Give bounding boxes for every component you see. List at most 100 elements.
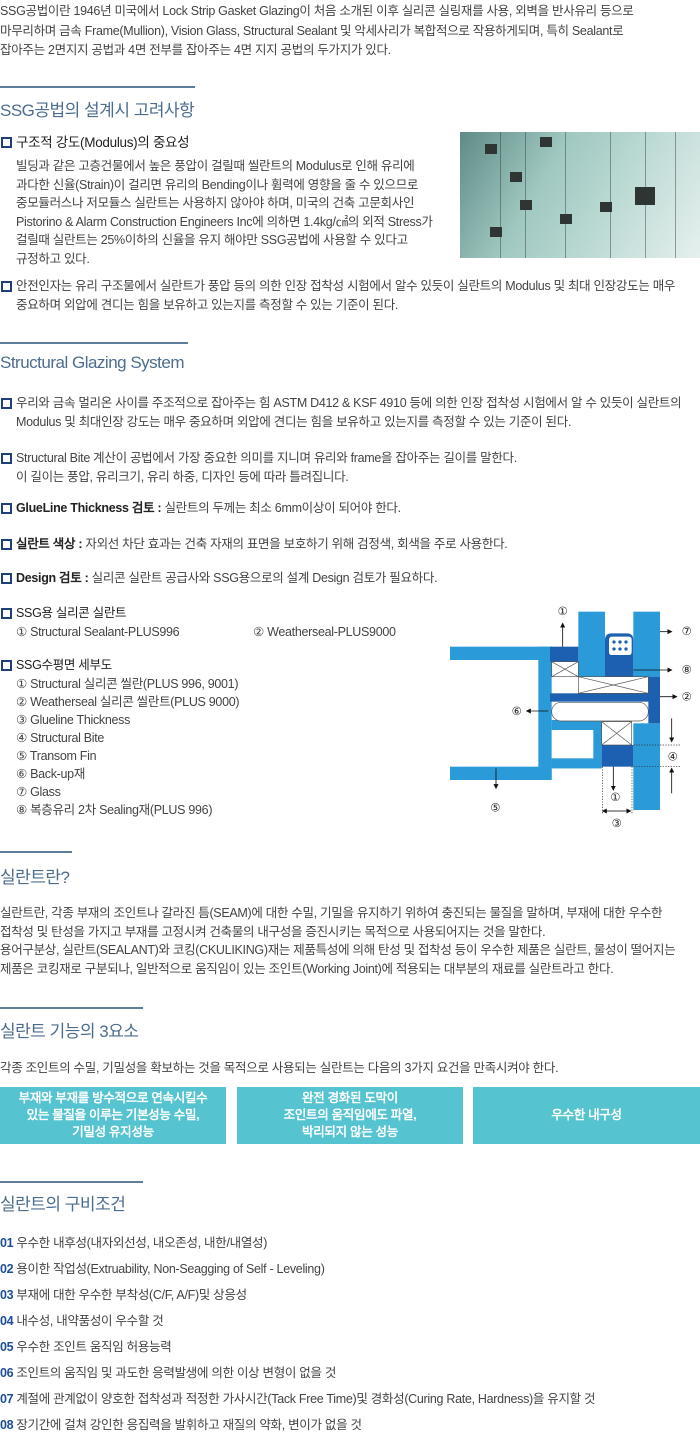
detail-item: ⑦ Glass [16,785,61,799]
heading-text: SSG수평면 세부도 [16,658,112,672]
section-title-three: 실란트 기능의 3요소 [0,1022,139,1041]
ssg-section-diagram: ① ⑦ ⑧ ② ⑥ ④ ⑤ ① ③ [450,604,692,830]
req-text: 내수성, 내약품성이 우수할 것 [16,1314,164,1328]
diagram-label-5: ⑤ [490,801,500,815]
bullet-text: 실리콘 실란트 공급사와 SSG용으로의 설계 Design 검토가 필요하다. [88,571,438,585]
para-line: 이 길이는 풍압, 유리크기, 유리 하중, 디자인 등에 따라 틀려집니다. [16,470,349,484]
section-title-design: SSG공법의 설계시 고려사항 [0,101,195,120]
three-description: 각종 조인트의 수밀, 기밀성을 확보하는 것을 목적으로 사용되는 실란트는 … [0,1061,559,1075]
req-num: 02 [0,1262,14,1276]
detail-item: ② Weatherseal 실리콘 씰란트(PLUS 9000) [16,695,240,709]
para-line: Pistorino & Alarm Construction Engineers… [16,214,433,229]
detail-item: ⑤ Transom Fin [16,749,97,763]
diagram-label-6: ⑥ [512,704,522,718]
section-title-requirements: 실란트의 구비조건 [0,1195,126,1214]
diagram-label-8: ⑧ [682,663,692,677]
detail-item: ③ Glueline Thickness [16,713,131,727]
para-line: 안전인자는 유리 구조물에서 실란트가 풍압 등의 의한 인장 접착성 시험에서… [16,279,676,293]
para-line: 중모듈러스나 저모듈스 실란트는 사용하지 않아야 하며, 미국의 건축 고문회… [16,196,415,210]
req-num: 08 [0,1418,14,1432]
para-line: 빌딩과 같은 고층건물에서 높은 풍압이 걸릴때 씰란트의 Modulus로 인… [16,159,415,173]
heading-text: SSG용 실리콘 실란트 [16,606,127,620]
detail-heading: SSG수평면 세부도 [0,656,112,675]
glass-outer [633,611,660,677]
section-title-sealant: 실란트란? [0,868,70,887]
sgs-bullet-5: Design 검토 : 실리콘 실란트 공급사와 SSG용으로의 설계 Desi… [0,569,438,588]
sgs-bullet-4: 실란트 색상 : 자외선 차단 효과는 건축 자재의 표면을 보호하기 위해 검… [0,535,508,554]
para-line: 제품은 코킹재로 구분되나, 일반적으로 움직임이 있는 조인트(Working… [0,962,614,977]
diagram-label-1b: ① [610,790,620,804]
section-divider [0,1181,143,1183]
para-line: 접착성 및 탄성을 가지고 부재를 고정시켜 건축물의 내구성을 증진시키는 목… [0,924,546,939]
sgs-bullet-2: Structural Bite 계산이 공법에서 가장 중요한 의미를 지니며 … [0,449,517,487]
intro-line: 잡아주는 2면지지 공법과 4면 전부를 잡아주는 4면 지지 공법의 두가지가… [0,43,391,57]
sealant-product-1: ① Structural Sealant-PLUS996 [16,625,180,639]
diagram-label-1: ① [558,604,568,618]
para-line: 용어구분상, 실란트(SEALANT)와 코킹(CKULIKING)재는 제품특… [0,943,676,958]
weatherseal [648,676,660,724]
req-num: 06 [0,1366,14,1380]
sealant-paragraph: 실란트란, 각종 부재의 조인트나 갈라진 틈(SEAM)에 대한 수밀, 기밀… [0,904,676,979]
section-divider [0,86,195,88]
safety-bullet: 안전인자는 유리 구조물에서 실란트가 풍압 등의 의한 인장 접착성 시험에서… [0,277,700,315]
section-title-sgs: Structural Glazing System [0,353,185,372]
modulus-paragraph: 빌딩과 같은 고층건물에서 높은 풍압이 걸릴때 씰란트의 Modulus로 인… [16,157,433,268]
element-box-watertight: 부재와 부재를 방수적으로 연속시킬수 있는 물질을 이루는 기본성능 수밀, … [0,1087,226,1144]
intro-paragraph: SSG공법이란 1946년 미국에서 Lock Strip Gasket Gla… [0,2,700,61]
element-box-flexibility: 완전 경화된 도막이 조인트의 움직임에도 파열, 박리되지 않는 성능 [237,1087,463,1144]
intro-line: 마무리하며 금속 Frame(Mullion), Vision Glass, S… [0,23,624,38]
transom-fin-bottom [450,766,552,780]
bullet-text: 실란트의 두께는 최소 6mm이상이 되어야 한다. [161,501,401,515]
section-divider [0,342,188,344]
intro-line: SSG공법이란 1946년 미국에서 Lock Strip Gasket Gla… [0,4,634,18]
detail-item: ⑥ Back-up재 [16,767,86,781]
req-num: 01 [0,1236,14,1250]
detail-item: ④ Structural Bite [16,731,105,745]
modulus-heading-text: 구조적 강도(Modulus)의 중요성 [16,135,190,150]
req-text: 계절에 관계없이 양호한 접착성과 적정한 가사시간(Tack Free Tim… [16,1392,596,1406]
req-text: 조인트의 움직임 및 과도한 응력발생에 의한 이상 변형이 없을 것 [16,1366,337,1380]
sealant-products-heading: SSG용 실리콘 실란트 [0,604,127,623]
diagram-label-2: ② [682,689,692,703]
mullion-web [538,646,552,780]
req-text: 우수한 내후성(내자외선성, 내오존성, 내한/내열성) [16,1236,268,1250]
para-line: 실란트란, 각종 부재의 조인트나 갈라진 틈(SEAM)에 대한 수밀, 기밀… [0,906,663,920]
req-text: 장기간에 걸쳐 강인한 응집력을 발휘하고 재질의 약화, 변이가 없을 것 [16,1418,362,1432]
detail-item: ① Structural 실리콘 씰란(PLUS 996, 9001) [16,677,239,691]
sgs-bullet-1: 우리와 금속 멀리온 사이를 주조적으로 잡아주는 힘 ASTM D412 & … [0,394,682,432]
req-num: 03 [0,1288,14,1302]
structural-sealant-bottom [601,745,634,767]
bullet-label: GlueLine Thickness 검토 : [16,501,162,515]
sealant-product-2: ② Weatherseal-PLUS9000 [253,625,396,639]
req-text: 우수한 조인트 움직임 허용능력 [16,1340,172,1354]
req-num: 07 [0,1392,14,1406]
para-line: 중요하며 외압에 견디는 힘을 보유하고 있는지를 측정할 수 있는 기준이 된… [16,298,399,312]
para-line: 규정하고 있다. [16,251,90,266]
diagram-label-3: ③ [612,816,622,830]
glass-facade-photo [460,132,700,258]
para-line: 걸릴때 실란트는 25%이하의 신율을 유지 해야만 SSG공법에 사용할 수 … [16,233,408,247]
detail-list: ① Structural 실리콘 씰란(PLUS 996, 9001) ② We… [16,675,240,819]
sgs-bullet-3: GlueLine Thickness 검토 : 실란트의 두께는 최소 6mm이… [0,499,401,518]
para-line: Structural Bite 계산이 공법에서 가장 중요한 의미를 지니며 … [16,451,517,465]
bullet-text: 자외선 차단 효과는 건축 자재의 표면을 보호하기 위해 검정색, 회색을 주… [82,537,508,551]
element-box-durability: 우수한 내구성 [473,1087,700,1144]
modulus-heading: 구조적 강도(Modulus)의 중요성 [0,133,190,152]
backup-rod [551,702,649,722]
bullet-label: Design 검토 : [16,571,89,585]
structural-sealant-top [550,646,579,662]
section-divider [0,1007,143,1009]
para-line: 우리와 금속 멀리온 사이를 주조적으로 잡아주는 힘 ASTM D412 & … [16,396,682,410]
transom-fin-top [450,646,552,660]
req-num: 05 [0,1340,14,1354]
glass-inner [578,611,605,677]
frame-bar [550,693,650,702]
para-line: 과다한 신율(Strain)이 걸리면 유리의 Bending이나 휨력에 영향… [16,177,419,192]
section-divider [0,851,72,853]
